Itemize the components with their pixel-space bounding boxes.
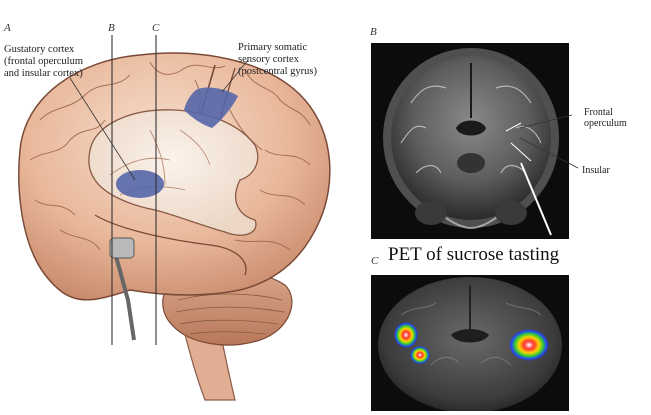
section-label-b: B bbox=[108, 22, 115, 34]
brain-illustration bbox=[17, 35, 331, 401]
gustatory-cortex-label: Gustatory cortex (frontal operculum and … bbox=[4, 44, 84, 79]
panel-letter-c: C bbox=[371, 255, 379, 267]
pet-hotspot-left-upper bbox=[394, 322, 418, 348]
panel-letter-a: A bbox=[4, 22, 11, 34]
pet-hotspot-right bbox=[509, 329, 549, 361]
somatic-cortex-label: Primary somatic sensory cortex (postcent… bbox=[238, 42, 318, 77]
pet-hotspot-left-lower bbox=[410, 346, 430, 364]
section-label-c: C bbox=[152, 22, 160, 34]
frontal-operculum-label: Frontal operculum bbox=[584, 107, 627, 129]
mri-leader-lines bbox=[519, 114, 579, 169]
pet-title: PET of sucrose tasting bbox=[388, 244, 560, 265]
insula-cutaway bbox=[88, 109, 259, 236]
insular-label: Insular bbox=[582, 165, 610, 176]
pet-scan-image bbox=[371, 275, 569, 411]
gustatory-cortex-highlight bbox=[116, 170, 164, 198]
somatic-cortex-highlight bbox=[184, 87, 238, 128]
panel-letter-b: B bbox=[370, 26, 377, 38]
mri-coronal-image bbox=[371, 43, 569, 239]
